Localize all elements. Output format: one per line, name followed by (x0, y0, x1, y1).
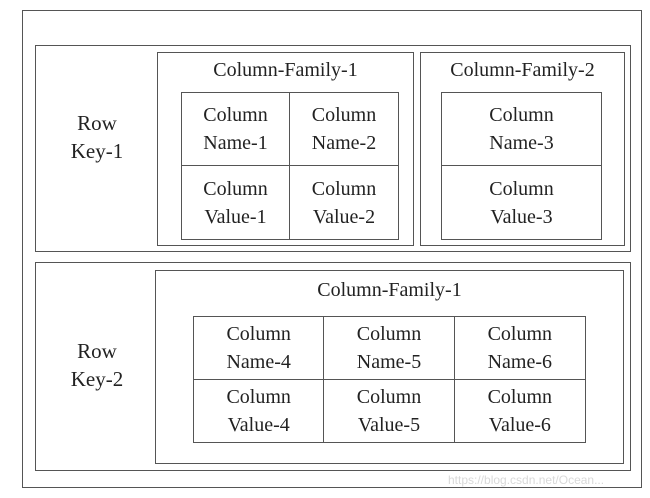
watermark-text: https://blog.csdn.net/Ocean... (448, 473, 605, 487)
cell-text: Column (226, 322, 291, 345)
row-1-family-2-title: Column-Family-2 (450, 59, 595, 81)
cell-text: Value-1 (204, 205, 267, 228)
cell-text: Column (311, 104, 377, 126)
cell-text: Name-1 (203, 132, 268, 154)
cell-text: Column (203, 177, 268, 200)
cell-text: Column (356, 385, 422, 408)
row-2-family-1-title: Column-Family-1 (317, 279, 462, 301)
row-1-key-line-2: Key-1 (70, 138, 124, 163)
cell-text: Column (226, 385, 291, 408)
cell-text: Value-5 (357, 413, 421, 436)
cell-text: Column (487, 385, 553, 408)
cell-text: Column (489, 177, 554, 200)
row-1-family-1-title: Column-Family-1 (213, 59, 358, 81)
cell-text: Name-3 (489, 132, 554, 154)
row-2-key: Row Key-2 (42, 338, 152, 394)
cell-text: Column (203, 104, 268, 126)
cell-text: Column (356, 322, 422, 345)
cell-text: Name-4 (226, 350, 291, 373)
cell-text: Column (487, 322, 553, 345)
cell-text: Name-5 (356, 350, 422, 373)
cell-text: Value-4 (227, 413, 290, 436)
cell-text: Column (489, 104, 554, 126)
row-2-key-line-2: Key-2 (70, 366, 124, 391)
cell-text: Value-2 (312, 205, 376, 228)
cell-text: Value-6 (488, 413, 551, 436)
row-1-key-line-1: Row (77, 111, 117, 135)
cell-text: Name-6 (487, 350, 553, 373)
row-2-key-line-1: Row (77, 339, 117, 363)
cell-text: Column (311, 177, 377, 200)
row-1-key: Row Key-1 (42, 110, 152, 166)
row-2-family-1-frame (155, 270, 624, 464)
row-1-family-2-frame (420, 52, 625, 246)
row-1-family-1-frame (157, 52, 414, 246)
cell-text: Value-3 (490, 205, 553, 228)
cell-text: Name-2 (311, 132, 377, 154)
